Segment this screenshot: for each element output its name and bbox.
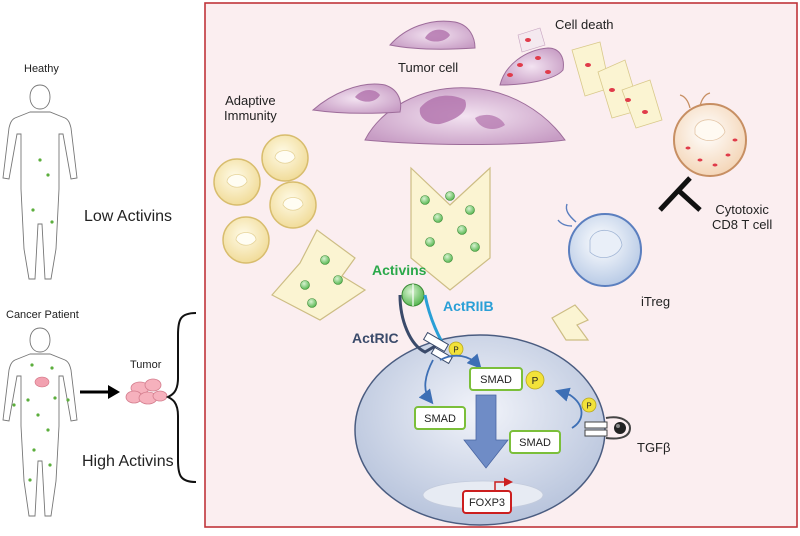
- receptor-complex: [398, 294, 453, 365]
- smad-label-2: SMAD: [424, 413, 456, 425]
- high-activins-label: High Activins: [82, 453, 174, 470]
- healthy-body: [2, 84, 78, 280]
- itreg-label: iTreg: [641, 294, 671, 309]
- inhibition-arrow-left: [271, 229, 367, 321]
- tgfb-smad-arrow: [554, 387, 583, 429]
- smad-label-1: SMAD: [480, 374, 512, 386]
- phospho-badge-smad: [525, 370, 545, 390]
- cytotoxic-cd8-label: Cytotoxic CD8 T cell: [712, 202, 773, 232]
- phospho-label-receptor: P: [453, 346, 458, 355]
- tgfb-label: TGFβ: [637, 440, 671, 455]
- activin-ligand: [401, 283, 425, 307]
- adaptive-immunity-label: Adaptive Immunity: [224, 93, 277, 123]
- cancer-patient-body: [2, 327, 78, 517]
- activins-label: Activins: [372, 262, 427, 278]
- inhibition-line: [658, 176, 692, 212]
- to-tumor-arrowhead: [108, 385, 120, 399]
- foxp3-label: FOXP3: [469, 497, 505, 509]
- tumor-cell-label: Tumor cell: [398, 60, 459, 75]
- tumor-cluster: [125, 378, 168, 405]
- foxp3-transcription-arrow: [494, 477, 513, 491]
- inhibition-bar: [676, 188, 702, 212]
- cell-fragments: [571, 41, 663, 129]
- phospho-label-smad: P: [532, 376, 539, 387]
- smad-box-unphospho: [414, 406, 466, 430]
- inhibition-arrow-up: [410, 166, 491, 291]
- low-activins-label: Low Activins: [84, 208, 173, 225]
- tgfb-receptor: [584, 416, 632, 440]
- phospho-label-tgfb: P: [586, 402, 591, 411]
- tumor-label: Tumor: [130, 359, 162, 371]
- phospho-badge-tgfb: [581, 397, 597, 413]
- grouping-brace: [165, 312, 197, 483]
- smad-label-3: SMAD: [519, 437, 551, 449]
- cancer-patient-label: Cancer Patient: [6, 309, 79, 321]
- smad-box-tgfb: [509, 430, 561, 454]
- itreg-cell: [557, 203, 642, 287]
- nuclear-translocation-arrow: [463, 394, 509, 469]
- tumor-cell: [311, 20, 566, 145]
- smad-phospho-arrow: [439, 353, 482, 370]
- foxp3-box: [462, 490, 512, 514]
- cell-death-label: Cell death: [555, 17, 614, 32]
- dying-tumor-cell: [499, 27, 564, 86]
- actriib-label: ActRIIB: [443, 298, 494, 314]
- actric-label: ActRIC: [352, 330, 399, 346]
- cytotoxic-cd8-t-cell: [673, 92, 747, 177]
- smad-box-phospho: [469, 367, 523, 391]
- activin-particles: [300, 191, 480, 308]
- promotion-arrow-itreg: [551, 304, 590, 341]
- smad-recruit-arrow: [418, 359, 434, 405]
- healthy-label: Heathy: [24, 63, 59, 75]
- adaptive-immune-cells: [213, 134, 317, 264]
